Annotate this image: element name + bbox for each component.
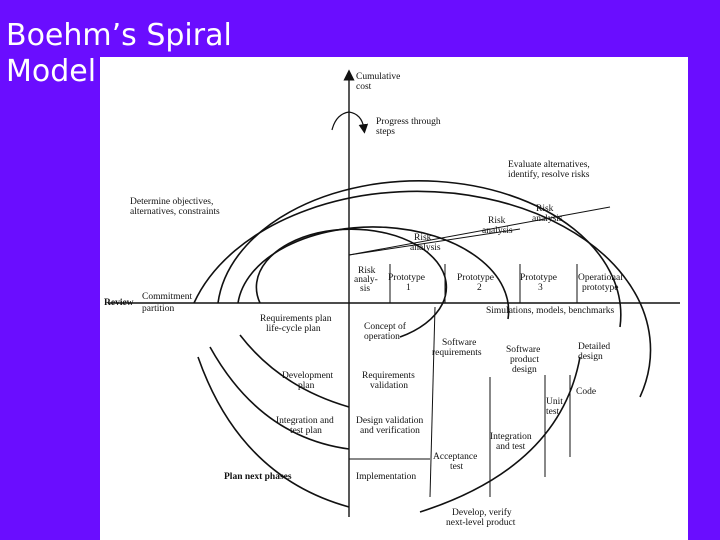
progress-arrow <box>331 111 369 134</box>
label-evaluate: Evaluate alternatives,identify, resolve … <box>508 160 590 180</box>
spiral-loop-2 <box>237 226 510 320</box>
spiral-loop-3 <box>217 180 622 328</box>
spiral-loop-1 <box>255 228 448 338</box>
label-implementation: Implementation <box>356 472 416 482</box>
label-code: Code <box>576 387 596 397</box>
spiral-loop-5 <box>239 334 350 408</box>
spiral-loops <box>193 180 652 513</box>
label-determine: Determine objectives,alternatives, const… <box>130 197 220 217</box>
label-plan-next-phases: Plan next phases <box>224 472 292 482</box>
spiral-loop-4 <box>193 190 652 398</box>
quadrant-dividers <box>348 206 611 498</box>
slide-title: Boehm’s Spiral Model <box>6 18 232 89</box>
spiral-loop-6 <box>209 346 350 450</box>
label-review: Review <box>104 298 134 308</box>
label-simulations: Simulations, models, benchmarks <box>486 306 615 316</box>
spiral-loop-7 <box>197 356 350 508</box>
spiral-loop-8 <box>419 356 581 513</box>
